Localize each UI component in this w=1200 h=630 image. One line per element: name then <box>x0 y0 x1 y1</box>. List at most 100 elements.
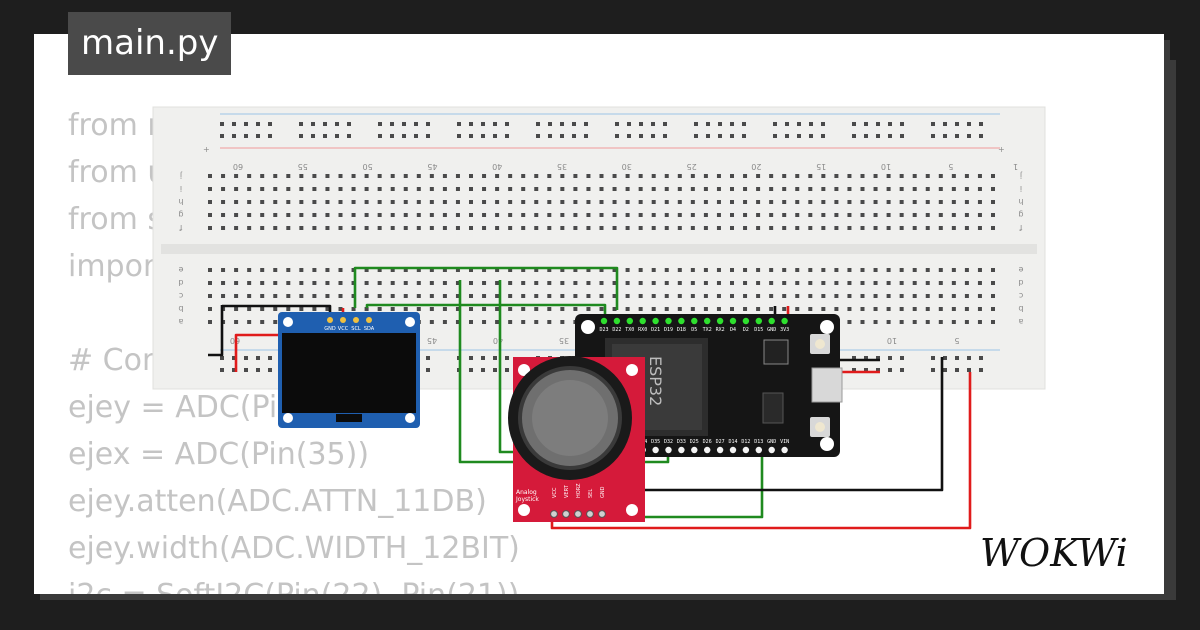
code-line: ejex = ADC(Pin(35)) <box>68 437 370 472</box>
breadboard-hole <box>273 268 278 272</box>
breadboard-hole <box>286 174 291 178</box>
breadboard-hole <box>312 268 317 272</box>
wire-green-top-loop[interactable] <box>353 266 619 310</box>
esp32-usb-port[interactable] <box>811 367 843 403</box>
esp32-pin-label: D22 <box>612 327 621 333</box>
rail-hole <box>742 122 746 126</box>
breadboard-hole <box>495 294 500 298</box>
breadboard-hole <box>743 200 748 204</box>
joystick-pin[interactable] <box>574 510 582 518</box>
esp32-pin[interactable] <box>678 446 685 454</box>
oled-pin[interactable] <box>340 317 346 323</box>
breadboard-hole <box>390 174 395 178</box>
esp32-pin[interactable] <box>781 446 788 454</box>
esp32-pin[interactable] <box>652 446 659 454</box>
wire-green-mid[interactable] <box>365 303 607 318</box>
breadboard-hole <box>208 320 212 324</box>
breadboard-hole <box>586 187 591 191</box>
esp32-pin[interactable] <box>768 317 775 325</box>
breadboard-hole <box>782 213 787 217</box>
breadboard-hole <box>925 226 930 230</box>
breadboard-hole <box>403 281 408 285</box>
joystick-mount-hole <box>518 364 530 376</box>
breadboard-hole <box>873 174 878 178</box>
breadboard-hole <box>351 268 356 272</box>
esp32-pin-label: D35 <box>651 439 660 445</box>
breadboard-hole <box>521 226 526 230</box>
row-letter: c <box>1019 291 1023 300</box>
rail-hole <box>852 134 856 138</box>
breadboard-hole <box>808 174 813 178</box>
oled-pin[interactable] <box>366 317 372 323</box>
oled-pin[interactable] <box>327 317 333 323</box>
breadboard-hole <box>495 268 500 272</box>
esp32-pin[interactable] <box>781 317 788 325</box>
breadboard-hole <box>847 320 852 324</box>
rail-hole <box>232 134 236 138</box>
rail-plus-sign: + <box>203 145 210 154</box>
breadboard-hole <box>847 200 852 204</box>
rail-hole <box>299 122 303 126</box>
esp32-pin[interactable] <box>729 446 737 454</box>
esp32-pin-label: D13 <box>754 439 763 445</box>
esp32-pin[interactable] <box>716 446 724 454</box>
esp32-pin-label: 3V3 <box>780 327 789 333</box>
breadboard-hole <box>442 307 447 311</box>
rail-hole <box>639 122 643 126</box>
wire-black-gnd-left[interactable] <box>208 305 224 357</box>
esp32-pin[interactable] <box>678 317 685 325</box>
esp32-pin[interactable] <box>665 317 672 325</box>
esp32-pin[interactable] <box>742 317 750 325</box>
esp32-pin[interactable] <box>639 317 646 325</box>
joystick-pin[interactable] <box>562 510 570 518</box>
breadboard-hole <box>351 307 356 311</box>
rail-hole <box>900 356 904 360</box>
oled-mount-hole <box>283 317 293 327</box>
breadboard-hole <box>612 174 617 178</box>
joystick-label-joystick: Joystick <box>515 496 539 503</box>
esp32-pin[interactable] <box>729 317 737 325</box>
esp32-pin[interactable] <box>600 317 608 325</box>
breadboard-hole <box>221 174 226 178</box>
esp32-pin[interactable] <box>691 317 698 325</box>
esp32-pin[interactable] <box>691 446 698 454</box>
esp32-pin[interactable] <box>613 317 621 325</box>
oled-pin[interactable] <box>353 317 359 323</box>
joystick-pin[interactable] <box>550 510 558 518</box>
joystick-pin[interactable] <box>586 510 594 518</box>
breadboard-hole <box>991 213 995 217</box>
esp32-pin[interactable] <box>742 446 750 454</box>
esp32-pin[interactable] <box>768 446 775 454</box>
breadboard-hole <box>664 174 669 178</box>
file-tab[interactable]: main.py <box>68 12 232 75</box>
rail-hole <box>426 134 430 138</box>
esp32-pin[interactable] <box>704 446 711 454</box>
column-number: 10 <box>887 336 897 345</box>
breadboard-hole <box>390 307 395 311</box>
rail-hole <box>785 134 789 138</box>
joystick-pin[interactable] <box>598 510 606 518</box>
esp32-pin[interactable] <box>665 446 672 454</box>
breadboard-hole <box>442 200 447 204</box>
breadboard-hole <box>429 307 434 311</box>
wire-black-joystick-gnd[interactable] <box>645 357 944 492</box>
esp32-pin[interactable] <box>716 317 724 325</box>
breadboard-hole <box>677 268 682 272</box>
breadboard-hole <box>364 268 369 272</box>
rail-hole <box>232 122 236 126</box>
file-tab-label: main.py <box>81 23 219 63</box>
rail-hole <box>876 134 880 138</box>
esp32-pin-label: D18 <box>677 327 686 333</box>
esp32-pin[interactable] <box>755 446 762 454</box>
breadboard-hole <box>338 213 343 217</box>
esp32-pin[interactable] <box>652 317 659 325</box>
breadboard-hole <box>469 307 473 311</box>
esp32-pin[interactable] <box>626 317 633 325</box>
esp32-pin[interactable] <box>755 317 762 325</box>
breadboard-hole <box>286 294 291 298</box>
esp32-pin[interactable] <box>704 317 711 325</box>
breadboard-hole <box>951 307 956 311</box>
wokwi-logo: WOKWi <box>980 531 1128 575</box>
